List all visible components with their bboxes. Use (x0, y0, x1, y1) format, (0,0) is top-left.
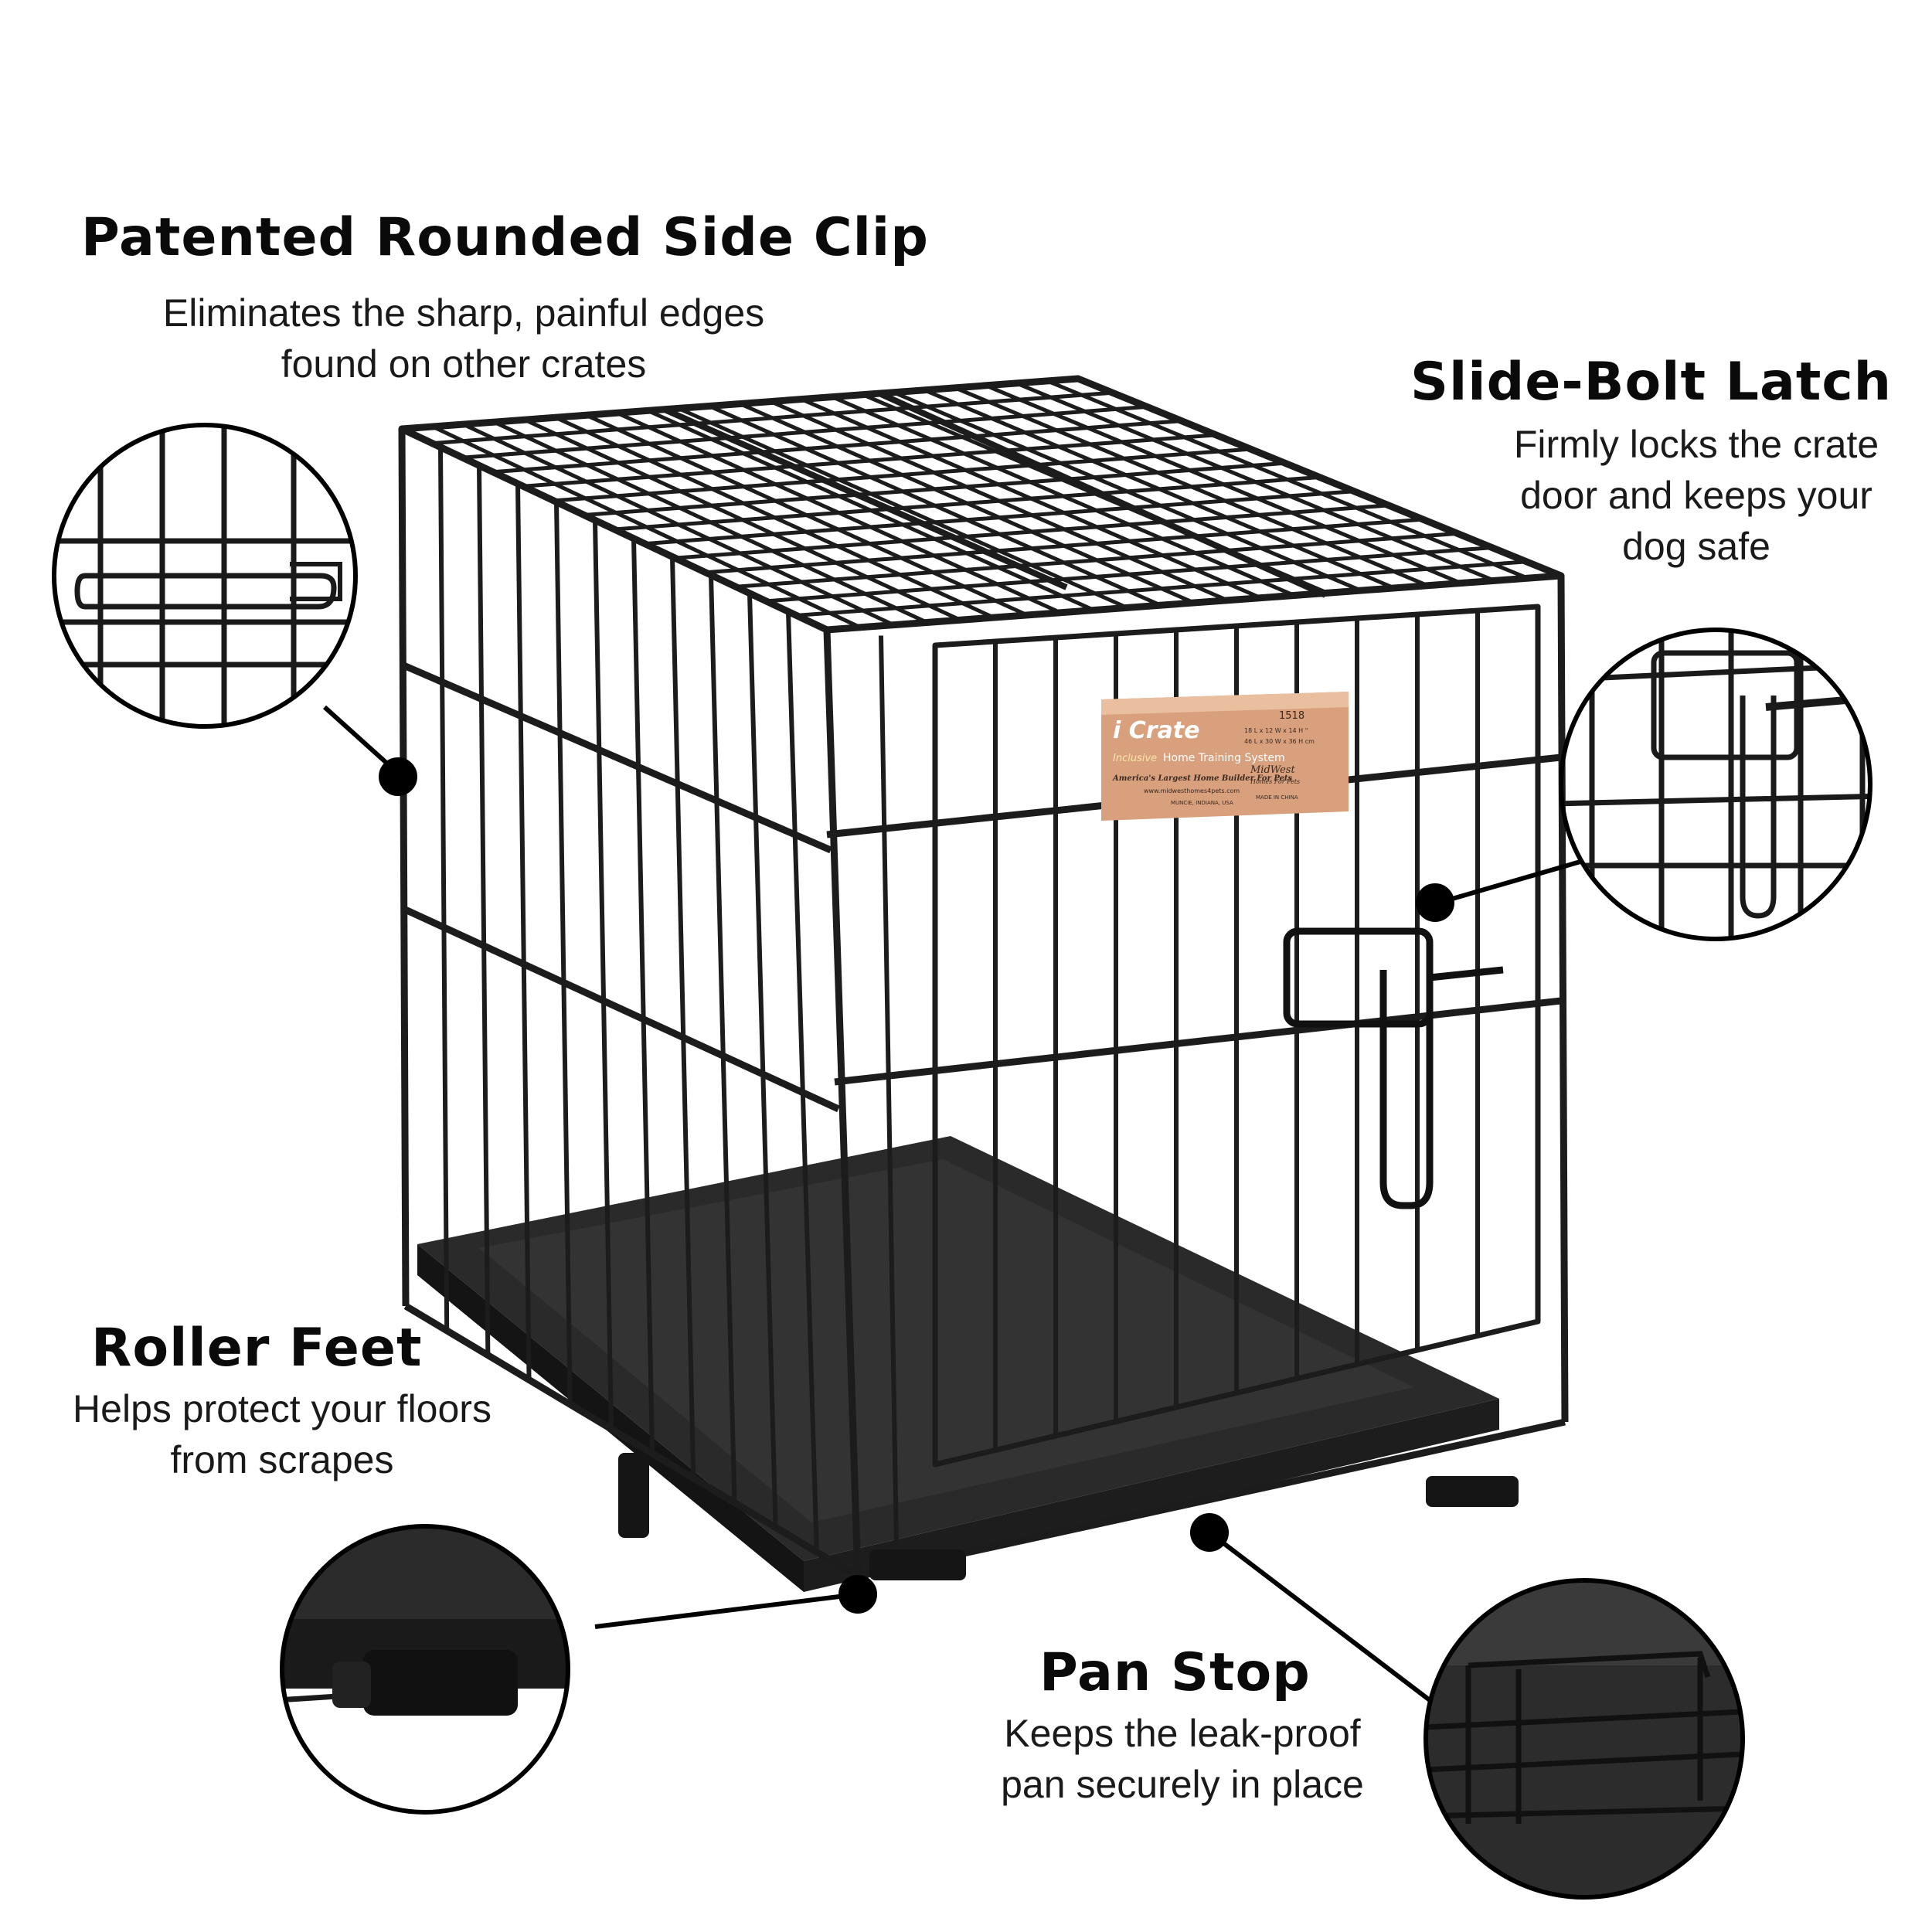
latch-desc-line-3: dog safe (1622, 525, 1770, 568)
top-bar (735, 531, 1458, 589)
side-bar (670, 556, 696, 1478)
pan-stop-description: Keeps the leak-proof pan securely in pla… (958, 1708, 1406, 1810)
label-slogan: America's Largest Home Builder For Pets (1112, 774, 1293, 783)
pan-stop-detail-circle (1423, 1578, 1745, 1900)
side-bar (786, 611, 819, 1553)
side-bar (709, 575, 737, 1503)
door-latch (1283, 927, 1504, 1209)
top-bar (583, 461, 1286, 517)
pan-stop-desc-line-2: pan securely in place (1001, 1763, 1364, 1806)
callout-leaders (322, 705, 1581, 1702)
side-bar (515, 483, 532, 1380)
product-label: i Crate 1518 18 L x 12 W x 14 H " 46 L x… (1101, 692, 1349, 821)
side-clip-title: Patented Rounded Side Clip (81, 207, 929, 268)
label-website: www.midwesthomes4pets.com (1144, 787, 1240, 794)
label-tagline-2: Home Training System (1163, 752, 1285, 764)
roller-feet-title: Roller Feet (91, 1318, 423, 1379)
label-location: MUNCIE, INDIANA, USA (1171, 800, 1233, 806)
label-maker: MidWest (1250, 764, 1295, 776)
crate-top-bars (431, 379, 1529, 630)
side-bar (747, 593, 778, 1528)
label-origin: MADE IN CHINA (1256, 794, 1298, 801)
top-bar (462, 404, 1148, 460)
top-bar (522, 433, 1216, 488)
roller-feet (618, 1453, 1519, 1580)
top-bar (553, 447, 1251, 503)
callout-dot-side-clip (379, 757, 417, 796)
roller-feet-description: Helps protect your floors from scrapes (27, 1383, 537, 1485)
crate-pan (417, 1136, 1499, 1592)
crate-side-bars (438, 447, 819, 1553)
roller-feet-desc-line-1: Helps protect your floors (73, 1387, 492, 1430)
label-tagline-1: Inclusive (1113, 753, 1157, 764)
top-bar (675, 503, 1389, 560)
side-bar (554, 502, 573, 1405)
front-bar (879, 635, 899, 1546)
pan-stop-desc-line-1: Keeps the leak-proof (1004, 1712, 1361, 1755)
top-bar (492, 419, 1182, 474)
label-maker-sub: Homes For Pets (1250, 778, 1300, 785)
latch-desc-line-2: door and keeps your (1520, 474, 1872, 517)
latch-detail-circle (1559, 628, 1872, 941)
side-clip-desc-line-2: found on other crates (281, 342, 647, 386)
side-bar (477, 465, 491, 1355)
callout-dot-pan-stop (1190, 1513, 1229, 1552)
side-bar (631, 538, 655, 1454)
callout-dot-roller-feet (838, 1575, 877, 1614)
label-model: 1518 (1279, 710, 1304, 722)
latch-desc-line-1: Firmly locks the crate (1513, 423, 1879, 466)
top-bar (645, 489, 1355, 546)
side-clip-description: Eliminates the sharp, painful edges foun… (100, 287, 827, 389)
side-bar (593, 520, 614, 1430)
top-bar (796, 560, 1527, 617)
label-brand: i Crate (1113, 717, 1199, 744)
top-bar (432, 390, 1113, 446)
top-bar (705, 517, 1423, 575)
side-clip-detail-circle (52, 423, 358, 729)
latch-title: Slide-Bolt Latch (1410, 352, 1893, 413)
pan-stop-title: Pan Stop (1039, 1642, 1311, 1703)
roller-feet-desc-line-2: from scrapes (170, 1438, 394, 1481)
label-size-imperial: 18 L x 12 W x 14 H " (1244, 727, 1308, 734)
callout-dot-latch (1416, 883, 1454, 922)
label-size-metric: 46 L x 30 W x 36 H cm (1244, 738, 1315, 745)
side-clip-desc-line-1: Eliminates the sharp, painful edges (162, 291, 765, 335)
top-bar (614, 475, 1320, 532)
side-bar (438, 447, 450, 1331)
latch-description: Firmly locks the crate door and keeps yo… (1468, 419, 1924, 572)
roller-feet-detail-circle (280, 1524, 570, 1815)
top-bar (766, 546, 1492, 604)
